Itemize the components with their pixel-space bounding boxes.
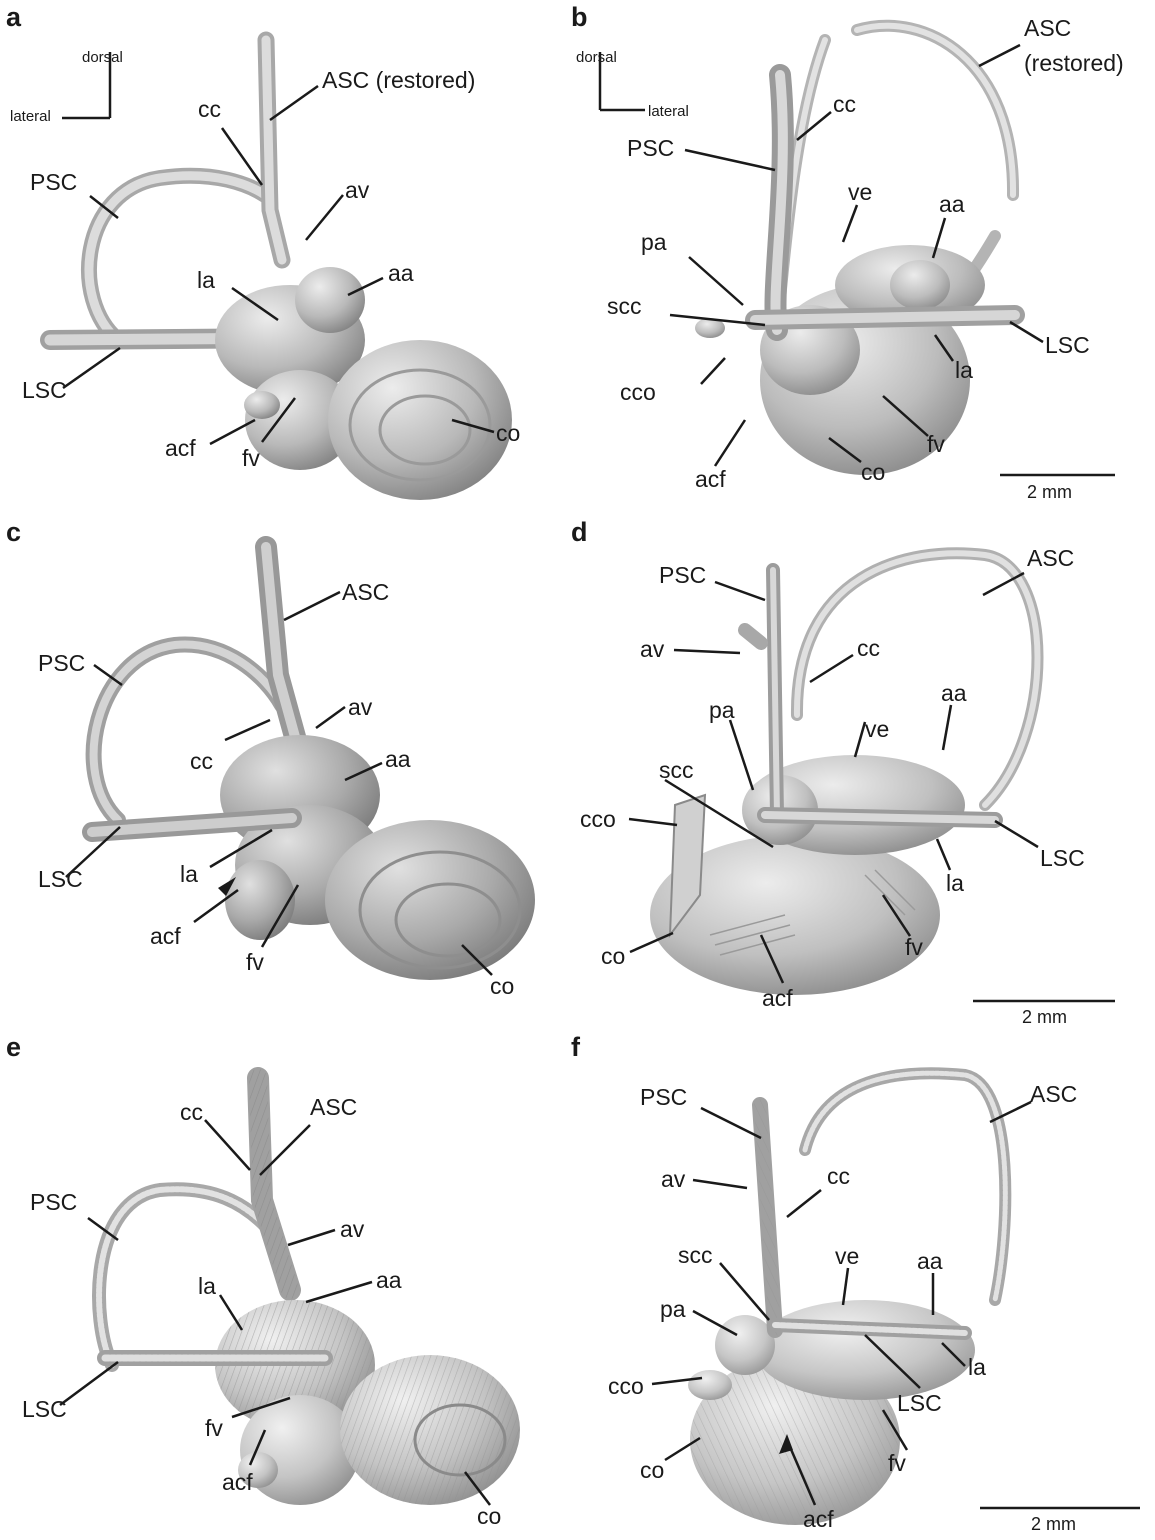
panel-a: a dorsal lateral ASC (restored) cc av PS…	[0, 0, 577, 510]
label-cc: cc	[857, 636, 880, 660]
label-lsc: LSC	[38, 867, 83, 891]
label-lsc: LSC	[22, 1397, 67, 1421]
label-asc: ASC	[1024, 16, 1071, 40]
panel-letter: e	[6, 1032, 21, 1063]
label-la: la	[197, 268, 215, 292]
scale-bar-label: 2 mm	[1031, 1514, 1076, 1535]
panel-letter: c	[6, 517, 21, 548]
label-av: av	[661, 1167, 685, 1191]
label-fv: fv	[905, 935, 923, 959]
label-acf: acf	[165, 436, 196, 460]
orientation-lateral: lateral	[10, 108, 51, 125]
label-cc: cc	[833, 92, 856, 116]
label-psc: PSC	[640, 1085, 687, 1109]
label-asc-restored: (restored)	[1024, 51, 1124, 75]
panel-d: d PSC ASC av cc pa aa scc ve cco LSC la …	[565, 515, 1142, 1025]
label-cc: cc	[198, 97, 221, 121]
label-psc: PSC	[627, 136, 674, 160]
label-la: la	[955, 358, 973, 382]
label-la: la	[198, 1274, 216, 1298]
label-psc: PSC	[30, 170, 77, 194]
panel-letter: f	[571, 1032, 580, 1063]
panel-f: f PSC ASC av cc scc ve aa pa la cco LSC …	[565, 1030, 1142, 1540]
scale-bar-label: 2 mm	[1027, 482, 1072, 503]
label-psc: PSC	[30, 1190, 77, 1214]
label-cc: cc	[827, 1164, 850, 1188]
label-lsc: LSC	[897, 1391, 942, 1415]
inner-ear-model-c	[0, 515, 577, 1025]
label-cco: cco	[620, 380, 656, 404]
label-aa: aa	[376, 1268, 402, 1292]
label-pa: pa	[709, 698, 735, 722]
panel-b: b dorsal lateral ASC (restored) cc PSC v…	[565, 0, 1142, 510]
panel-c: c ASC PSC cc av aa LSC la acf fv co	[0, 515, 577, 1025]
label-asc: ASC	[1030, 1082, 1077, 1106]
label-aa: aa	[941, 681, 967, 705]
label-co: co	[490, 974, 514, 998]
label-psc: PSC	[38, 651, 85, 675]
label-ve: ve	[835, 1244, 859, 1268]
label-scc: scc	[659, 758, 694, 782]
label-ve: ve	[865, 717, 889, 741]
panel-letter: a	[6, 2, 21, 33]
label-acf: acf	[222, 1470, 253, 1494]
orientation-dorsal: dorsal	[82, 49, 123, 66]
label-aa: aa	[385, 747, 411, 771]
inner-ear-model-e	[0, 1030, 577, 1535]
label-cco: cco	[608, 1374, 644, 1398]
panel-e: e cc ASC PSC av la aa LSC fv acf co	[0, 1030, 577, 1540]
label-scc: scc	[607, 294, 642, 318]
label-av: av	[348, 695, 372, 719]
label-fv: fv	[927, 432, 945, 456]
label-cc: cc	[180, 1100, 203, 1124]
label-acf: acf	[803, 1507, 834, 1531]
label-lsc: LSC	[22, 378, 67, 402]
label-av: av	[640, 637, 664, 661]
label-pa: pa	[660, 1297, 686, 1321]
label-fv: fv	[205, 1416, 223, 1440]
label-aa: aa	[939, 192, 965, 216]
label-ve: ve	[848, 180, 872, 204]
label-scc: scc	[678, 1243, 713, 1267]
label-fv: fv	[242, 446, 260, 470]
label-cc: cc	[190, 749, 213, 773]
scale-bar-label: 2 mm	[1022, 1007, 1067, 1025]
label-asc: ASC	[310, 1095, 357, 1119]
label-co: co	[640, 1458, 664, 1482]
label-co: co	[477, 1504, 501, 1528]
label-asc: ASC	[342, 580, 389, 604]
panel-letter: b	[571, 2, 588, 33]
label-pa: pa	[641, 230, 667, 254]
inner-ear-model-b	[565, 0, 1142, 510]
label-psc: PSC	[659, 563, 706, 587]
label-la: la	[946, 871, 964, 895]
inner-ear-model-d	[565, 515, 1142, 1025]
label-aa: aa	[917, 1249, 943, 1273]
label-asc: ASC (restored)	[322, 68, 475, 92]
panel-letter: d	[571, 517, 588, 548]
label-acf: acf	[695, 467, 726, 491]
orientation-lateral: lateral	[648, 103, 689, 120]
inner-ear-model-a	[0, 0, 577, 510]
label-fv: fv	[246, 950, 264, 974]
label-acf: acf	[762, 986, 793, 1010]
label-fv: fv	[888, 1451, 906, 1475]
label-co: co	[601, 944, 625, 968]
label-av: av	[340, 1217, 364, 1241]
label-av: av	[345, 178, 369, 202]
label-la: la	[180, 862, 198, 886]
label-co: co	[496, 421, 520, 445]
label-cco: cco	[580, 807, 616, 831]
label-acf: acf	[150, 924, 181, 948]
label-asc: ASC	[1027, 546, 1074, 570]
label-lsc: LSC	[1040, 846, 1085, 870]
label-aa: aa	[388, 261, 414, 285]
label-lsc: LSC	[1045, 333, 1090, 357]
orientation-dorsal: dorsal	[576, 49, 617, 66]
label-co: co	[861, 460, 885, 484]
label-la: la	[968, 1355, 986, 1379]
